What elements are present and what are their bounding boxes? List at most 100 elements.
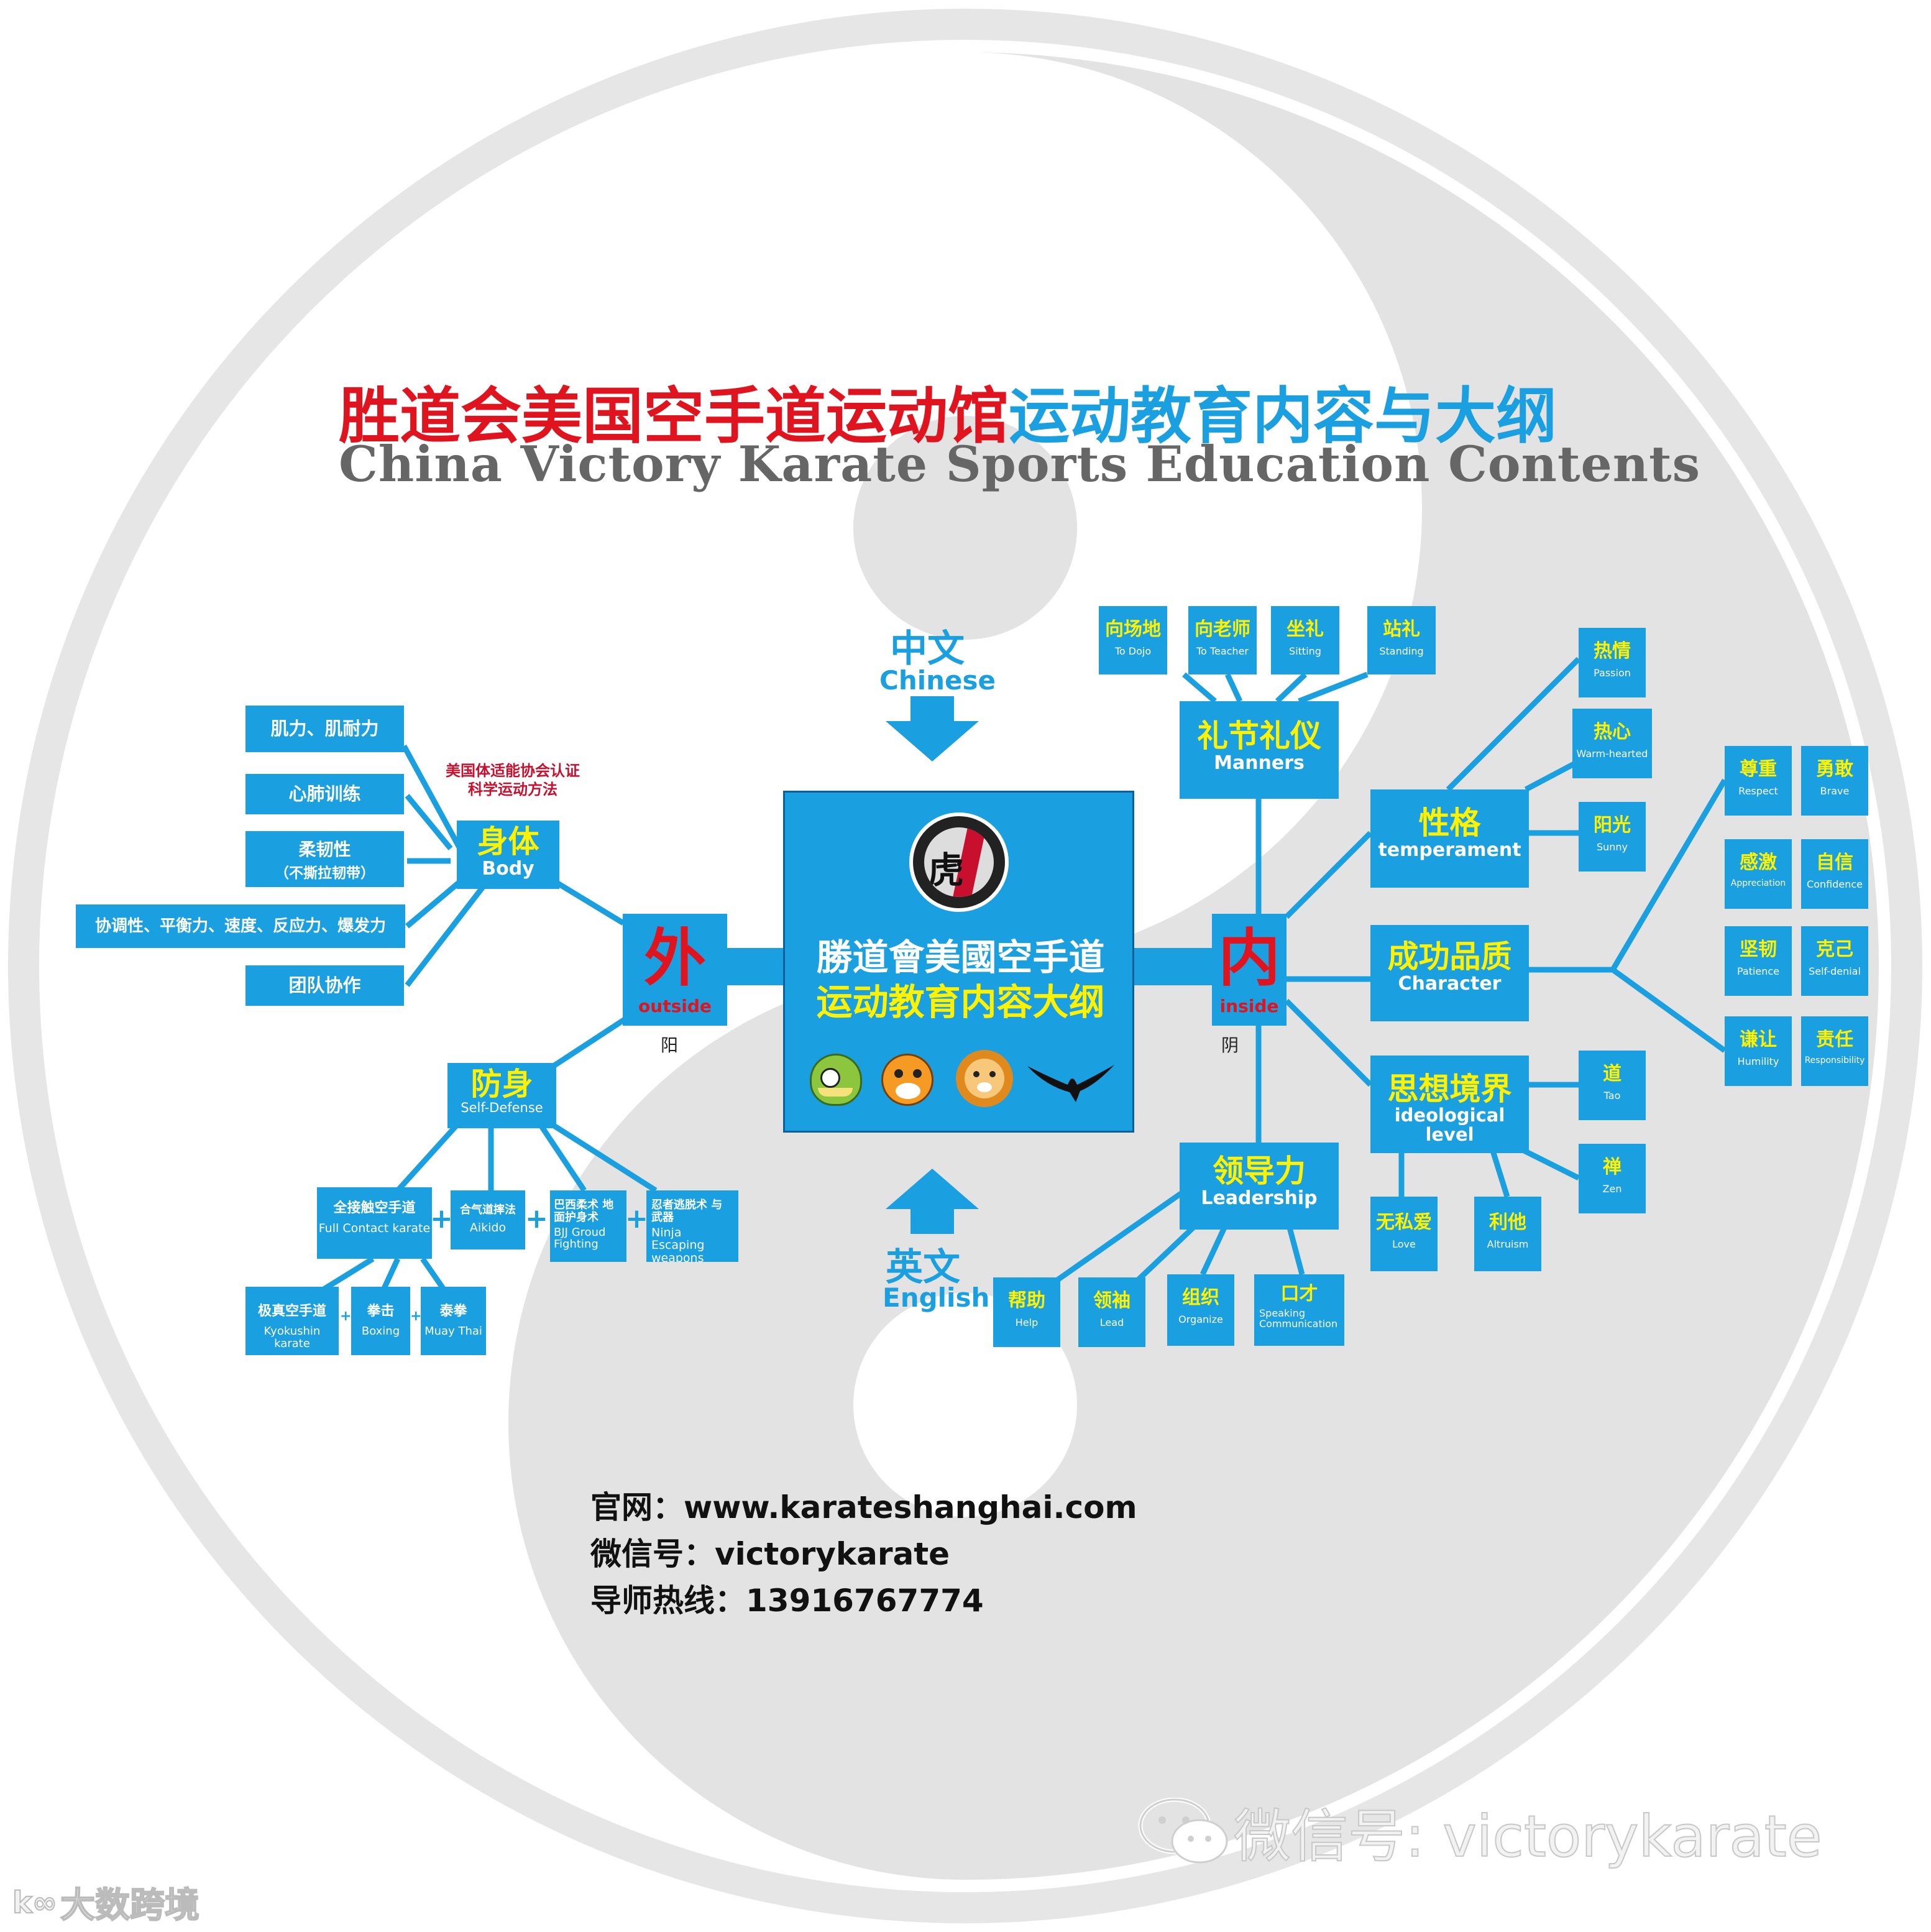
responsibility-en: Responsibility <box>1801 1056 1868 1065</box>
inside-en: inside <box>1212 996 1287 1016</box>
temperament-passion: 热情 Passion <box>1579 628 1646 697</box>
manners-standing: 站礼 Standing <box>1367 606 1436 674</box>
manners-to-teacher-zh: 向老师 <box>1188 620 1257 640</box>
sub-boxing: 拳击 Boxing <box>351 1287 410 1355</box>
character-en: Character <box>1370 973 1529 994</box>
humility-en: Humility <box>1725 1056 1792 1067</box>
sunny-zh: 阳光 <box>1579 816 1646 835</box>
sub-boxing-en: Boxing <box>351 1325 410 1338</box>
responsibility-zh: 责任 <box>1801 1030 1868 1050</box>
art-bjj-zh: 巴西柔术 地面护身术 <box>554 1199 623 1224</box>
manners-node: 礼节礼仪 Manners <box>1180 701 1339 799</box>
respect-en: Respect <box>1725 786 1792 797</box>
lion-mascot-icon <box>956 1050 1013 1107</box>
character-self-denial: 克己 Self-denial <box>1801 926 1868 996</box>
body-note-line1: 美国体适能协会认证 <box>438 761 587 780</box>
defense-en: Self-Defense <box>447 1101 556 1115</box>
ideology-tao: 道 Tao <box>1579 1051 1646 1120</box>
logo-char: 虎 <box>928 841 964 893</box>
wechat-watermark: 微信号: victorykarate <box>1137 1790 1822 1859</box>
respect-zh: 尊重 <box>1725 760 1792 780</box>
tao-zh: 道 <box>1579 1064 1646 1084</box>
altruism-en: Altruism <box>1474 1239 1541 1250</box>
art-bjj-en: BJJ Groud Fighting <box>554 1226 623 1251</box>
ideology-en: ideological level <box>1370 1106 1529 1146</box>
love-zh: 无私爱 <box>1370 1213 1438 1233</box>
manners-to-dojo: 向场地 To Dojo <box>1099 606 1167 674</box>
small-plus-1: + <box>340 1309 351 1324</box>
art-ninja-en: Ninja Escaping weapons <box>651 1226 733 1262</box>
character-brave: 勇敢 Brave <box>1801 746 1868 816</box>
contact-wechat: 微信号：victorykarate <box>590 1529 950 1574</box>
logo: 虎 <box>909 812 1009 912</box>
manners-en: Manners <box>1180 753 1339 773</box>
sub-muay-thai: 泰拳 Muay Thai <box>421 1287 486 1355</box>
manners-to-dojo-zh: 向场地 <box>1099 620 1167 640</box>
sunny-en: Sunny <box>1579 842 1646 853</box>
character-confidence: 自信 Confidence <box>1801 839 1868 909</box>
art-full-contact: 全接触空手道 Full Contact karate <box>317 1187 432 1259</box>
confidence-en: Confidence <box>1801 879 1868 890</box>
warm-hearted-en: Warm-hearted <box>1572 748 1652 760</box>
brand-logo-icon: k∞ <box>12 1885 57 1920</box>
zen-zh: 禅 <box>1579 1157 1646 1177</box>
tiger-mascot-icon <box>881 1054 933 1106</box>
ideology-altruism: 利他 Altruism <box>1474 1197 1541 1271</box>
character-zh: 成功品质 <box>1370 941 1529 973</box>
self-denial-zh: 克己 <box>1801 940 1868 960</box>
leadership-lead: 领袖 Lead <box>1078 1277 1145 1347</box>
humility-zh: 谦让 <box>1725 1030 1792 1050</box>
character-appreciation: 感激 Appreciation <box>1725 839 1792 909</box>
flexibility-label: 柔韧性 <box>245 836 404 861</box>
temperament-sunny: 阳光 Sunny <box>1579 802 1646 872</box>
plus-sign-1: + <box>430 1203 453 1235</box>
chinese-label-zh: 中文 <box>890 619 965 673</box>
character-respect: 尊重 Respect <box>1725 746 1792 816</box>
english-label-en: English <box>883 1282 989 1313</box>
leadership-en: Leadership <box>1180 1188 1339 1208</box>
zen-en: Zen <box>1579 1184 1646 1195</box>
ideology-zen: 禅 Zen <box>1579 1144 1646 1213</box>
wechat-watermark-text: 微信号: victorykarate <box>1234 1803 1822 1870</box>
manners-standing-en: Standing <box>1367 646 1436 657</box>
temperament-warm-hearted: 热心 Warm-hearted <box>1572 709 1652 778</box>
love-en: Love <box>1370 1239 1438 1250</box>
passion-zh: 热情 <box>1579 642 1646 661</box>
brave-zh: 勇敢 <box>1801 760 1868 780</box>
contact-website: 官网：www.karateshanghai.com <box>590 1483 1137 1527</box>
inside-zh: 内 <box>1212 921 1287 996</box>
sub-kyokushin-zh: 极真空手道 <box>245 1304 339 1319</box>
manners-to-teacher-en: To Teacher <box>1188 646 1257 657</box>
ideological-level-node: 思想境界 ideological level <box>1370 1056 1529 1153</box>
brand-watermark: k∞ 大数跨境 <box>12 1877 200 1928</box>
ideology-zh: 思想境界 <box>1370 1073 1529 1106</box>
body-zh: 身体 <box>457 826 559 858</box>
wechat-icon <box>1137 1798 1231 1866</box>
yin-note: 阴 <box>1221 1032 1239 1057</box>
patience-zh: 坚韧 <box>1725 940 1792 960</box>
brand-watermark-text: 大数跨境 <box>60 1885 200 1926</box>
manners-to-dojo-en: To Dojo <box>1099 646 1167 657</box>
ideology-love: 无私爱 Love <box>1370 1197 1438 1271</box>
character-humility: 谦让 Humility <box>1725 1016 1792 1086</box>
dragon-mascot-icon <box>810 1054 862 1106</box>
chinese-label-en: Chinese <box>879 665 996 696</box>
warm-hearted-zh: 热心 <box>1572 722 1652 742</box>
art-bjj: 巴西柔术 地面护身术 BJJ Groud Fighting <box>550 1190 626 1262</box>
body-item-strength: 肌力、肌耐力 <box>245 706 404 752</box>
body-en: Body <box>457 858 559 879</box>
lead-en: Lead <box>1078 1317 1145 1328</box>
self-denial-en: Self-denial <box>1801 966 1868 977</box>
confidence-zh: 自信 <box>1801 853 1868 873</box>
center-line2: 运动教育内容大纲 <box>785 973 1134 1025</box>
outside-zh: 外 <box>623 921 727 996</box>
art-ninja-zh: 忍者逃脱术 与武器 <box>651 1199 733 1224</box>
body-item-teamwork: 团队协作 <box>245 965 404 1006</box>
character-responsibility: 责任 Responsibility <box>1801 1016 1868 1086</box>
appreciation-en: Appreciation <box>1725 879 1792 888</box>
leadership-zh: 领导力 <box>1180 1155 1339 1188</box>
contact-hotline: 导师热线：13916767774 <box>590 1576 984 1621</box>
center-box: 虎 勝道會美國空手道 运动教育内容大纲 <box>783 791 1134 1133</box>
body-node: 身体 Body <box>457 821 559 889</box>
